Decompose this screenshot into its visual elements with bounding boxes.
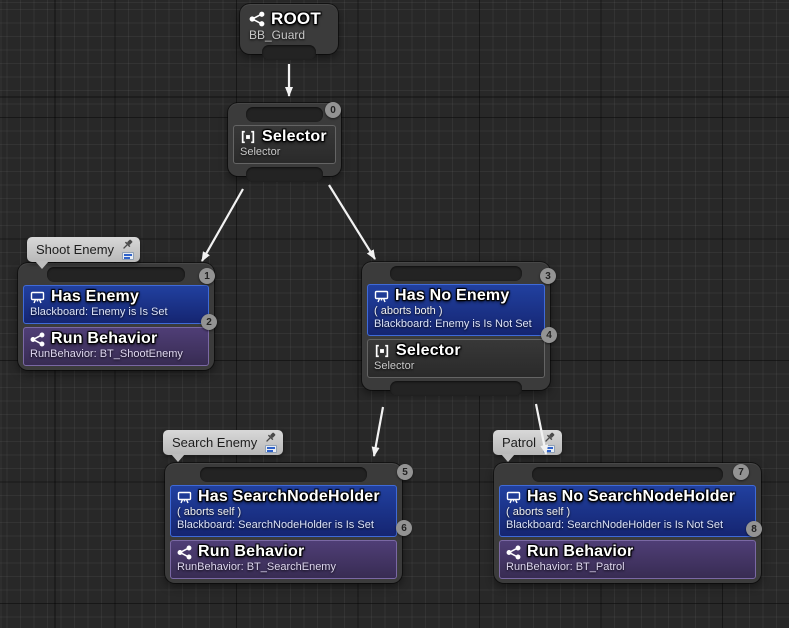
main-selector-body[interactable]: Selector Selector xyxy=(233,125,336,164)
no-enemy-input-pin[interactable] xyxy=(390,266,522,281)
comment-shoot-enemy-label: Shoot Enemy xyxy=(36,242,115,257)
decorator-has-no-enemy-detail: Blackboard: Enemy is Is Not Set xyxy=(374,318,532,330)
patrol-input-pin[interactable] xyxy=(532,467,723,482)
comment-detail-icon xyxy=(121,252,134,260)
comment-search-enemy[interactable]: Search Enemy xyxy=(163,430,284,462)
decorator-has-enemy[interactable]: Has Enemy Blackboard: Enemy is Is Set xyxy=(23,285,209,324)
node-root[interactable]: ROOT BB_Guard xyxy=(240,4,338,60)
decorator-has-searchnodeholder-detail: Blackboard: SearchNodeHolder is Is Set xyxy=(177,519,374,531)
pin-icon[interactable] xyxy=(264,431,277,444)
task-run-behavior-search[interactable]: Run Behavior RunBehavior: BT_SearchEnemy xyxy=(170,540,397,579)
task-run-behavior-shoot-detail: RunBehavior: BT_ShootEnemy xyxy=(30,348,183,360)
decorator-has-searchnodeholder-aborts: ( aborts self ) xyxy=(177,506,242,518)
run-behavior-icon xyxy=(177,545,192,559)
decorator-has-no-searchnodeholder-title: Has No SearchNodeHolder xyxy=(527,488,736,505)
node-patrol-branch[interactable]: Has No SearchNodeHolder ( aborts self ) … xyxy=(494,463,761,583)
wire-subselector-to-search[interactable] xyxy=(371,406,385,457)
task-run-behavior-patrol-detail: RunBehavior: BT_Patrol xyxy=(506,561,625,573)
root-body[interactable]: ROOT BB_Guard xyxy=(245,8,333,42)
blackboard-decorator-icon xyxy=(506,491,521,503)
run-behavior-icon xyxy=(30,332,45,346)
wire-selector-to-shoot[interactable] xyxy=(201,188,244,262)
root-output-pin[interactable] xyxy=(261,45,317,60)
order-badge-0: 0 xyxy=(325,102,341,118)
blackboard-decorator-icon xyxy=(30,291,45,303)
decorator-has-searchnodeholder[interactable]: Has SearchNodeHolder ( aborts self ) Bla… xyxy=(170,485,397,537)
node-main-selector[interactable]: Selector Selector xyxy=(228,103,341,182)
decorator-has-searchnodeholder-title: Has SearchNodeHolder xyxy=(198,488,380,505)
decorator-has-no-searchnodeholder[interactable]: Has No SearchNodeHolder ( aborts self ) … xyxy=(499,485,756,537)
decorator-has-no-enemy[interactable]: Has No Enemy ( aborts both ) Blackboard:… xyxy=(367,284,545,336)
task-run-behavior-search-title: Run Behavior xyxy=(198,543,305,560)
composite-sub-selector-title: Selector xyxy=(396,342,461,359)
comment-patrol-label: Patrol xyxy=(502,435,536,450)
comment-detail-icon xyxy=(543,445,556,453)
task-run-behavior-shoot[interactable]: Run Behavior RunBehavior: BT_ShootEnemy xyxy=(23,327,209,366)
main-selector-subtitle: Selector xyxy=(240,146,281,158)
order-badge-6: 6 xyxy=(396,520,412,536)
task-run-behavior-search-detail: RunBehavior: BT_SearchEnemy xyxy=(177,561,336,573)
decorator-has-enemy-title: Has Enemy xyxy=(51,288,140,305)
run-behavior-icon xyxy=(506,545,521,559)
order-badge-8: 8 xyxy=(746,521,762,537)
node-search-branch[interactable]: Has SearchNodeHolder ( aborts self ) Bla… xyxy=(165,463,402,583)
wire-selector-to-noenemy[interactable] xyxy=(328,184,376,260)
order-badge-3: 3 xyxy=(540,268,556,284)
decorator-has-no-enemy-title: Has No Enemy xyxy=(395,287,510,304)
pin-icon[interactable] xyxy=(543,431,556,444)
comment-shoot-enemy[interactable]: Shoot Enemy xyxy=(27,237,141,269)
shoot-input-pin[interactable] xyxy=(47,267,185,282)
decorator-has-no-enemy-aborts: ( aborts both ) xyxy=(374,305,443,317)
task-run-behavior-patrol[interactable]: Run Behavior RunBehavior: BT_Patrol xyxy=(499,540,756,579)
task-run-behavior-patrol-title: Run Behavior xyxy=(527,543,634,560)
blackboard-decorator-icon xyxy=(177,491,192,503)
selector-icon xyxy=(241,130,255,144)
order-badge-4: 4 xyxy=(541,327,557,343)
node-shoot-branch[interactable]: Has Enemy Blackboard: Enemy is Is Set Ru… xyxy=(18,263,214,370)
main-selector-title: Selector xyxy=(262,128,327,145)
pin-icon[interactable] xyxy=(121,238,134,251)
comment-patrol[interactable]: Patrol xyxy=(493,430,562,462)
no-enemy-output-pin[interactable] xyxy=(390,381,522,396)
composite-sub-selector[interactable]: Selector Selector xyxy=(367,339,545,378)
search-input-pin[interactable] xyxy=(199,467,368,482)
comment-detail-icon xyxy=(264,445,277,453)
composite-sub-selector-subtitle: Selector xyxy=(374,360,415,372)
node-no-enemy-branch[interactable]: Has No Enemy ( aborts both ) Blackboard:… xyxy=(362,262,550,396)
decorator-has-no-searchnodeholder-aborts: ( aborts self ) xyxy=(506,506,571,518)
comment-search-enemy-label: Search Enemy xyxy=(172,435,258,450)
blackboard-decorator-icon xyxy=(374,290,389,302)
root-title: ROOT xyxy=(271,9,321,28)
decorator-has-enemy-detail: Blackboard: Enemy is Is Set xyxy=(30,306,168,318)
order-badge-7: 7 xyxy=(733,464,749,480)
root-subtitle: BB_Guard xyxy=(249,28,306,42)
task-run-behavior-shoot-title: Run Behavior xyxy=(51,330,158,347)
main-selector-input-pin[interactable] xyxy=(246,107,323,122)
selector-icon xyxy=(375,344,389,358)
order-badge-5: 5 xyxy=(397,464,413,480)
decorator-has-no-searchnodeholder-detail: Blackboard: SearchNodeHolder is Is Not S… xyxy=(506,519,724,531)
behavior-tree-icon xyxy=(249,11,265,27)
order-badge-2: 2 xyxy=(201,314,217,330)
main-selector-output-pin[interactable] xyxy=(246,167,323,182)
order-badge-1: 1 xyxy=(199,268,215,284)
